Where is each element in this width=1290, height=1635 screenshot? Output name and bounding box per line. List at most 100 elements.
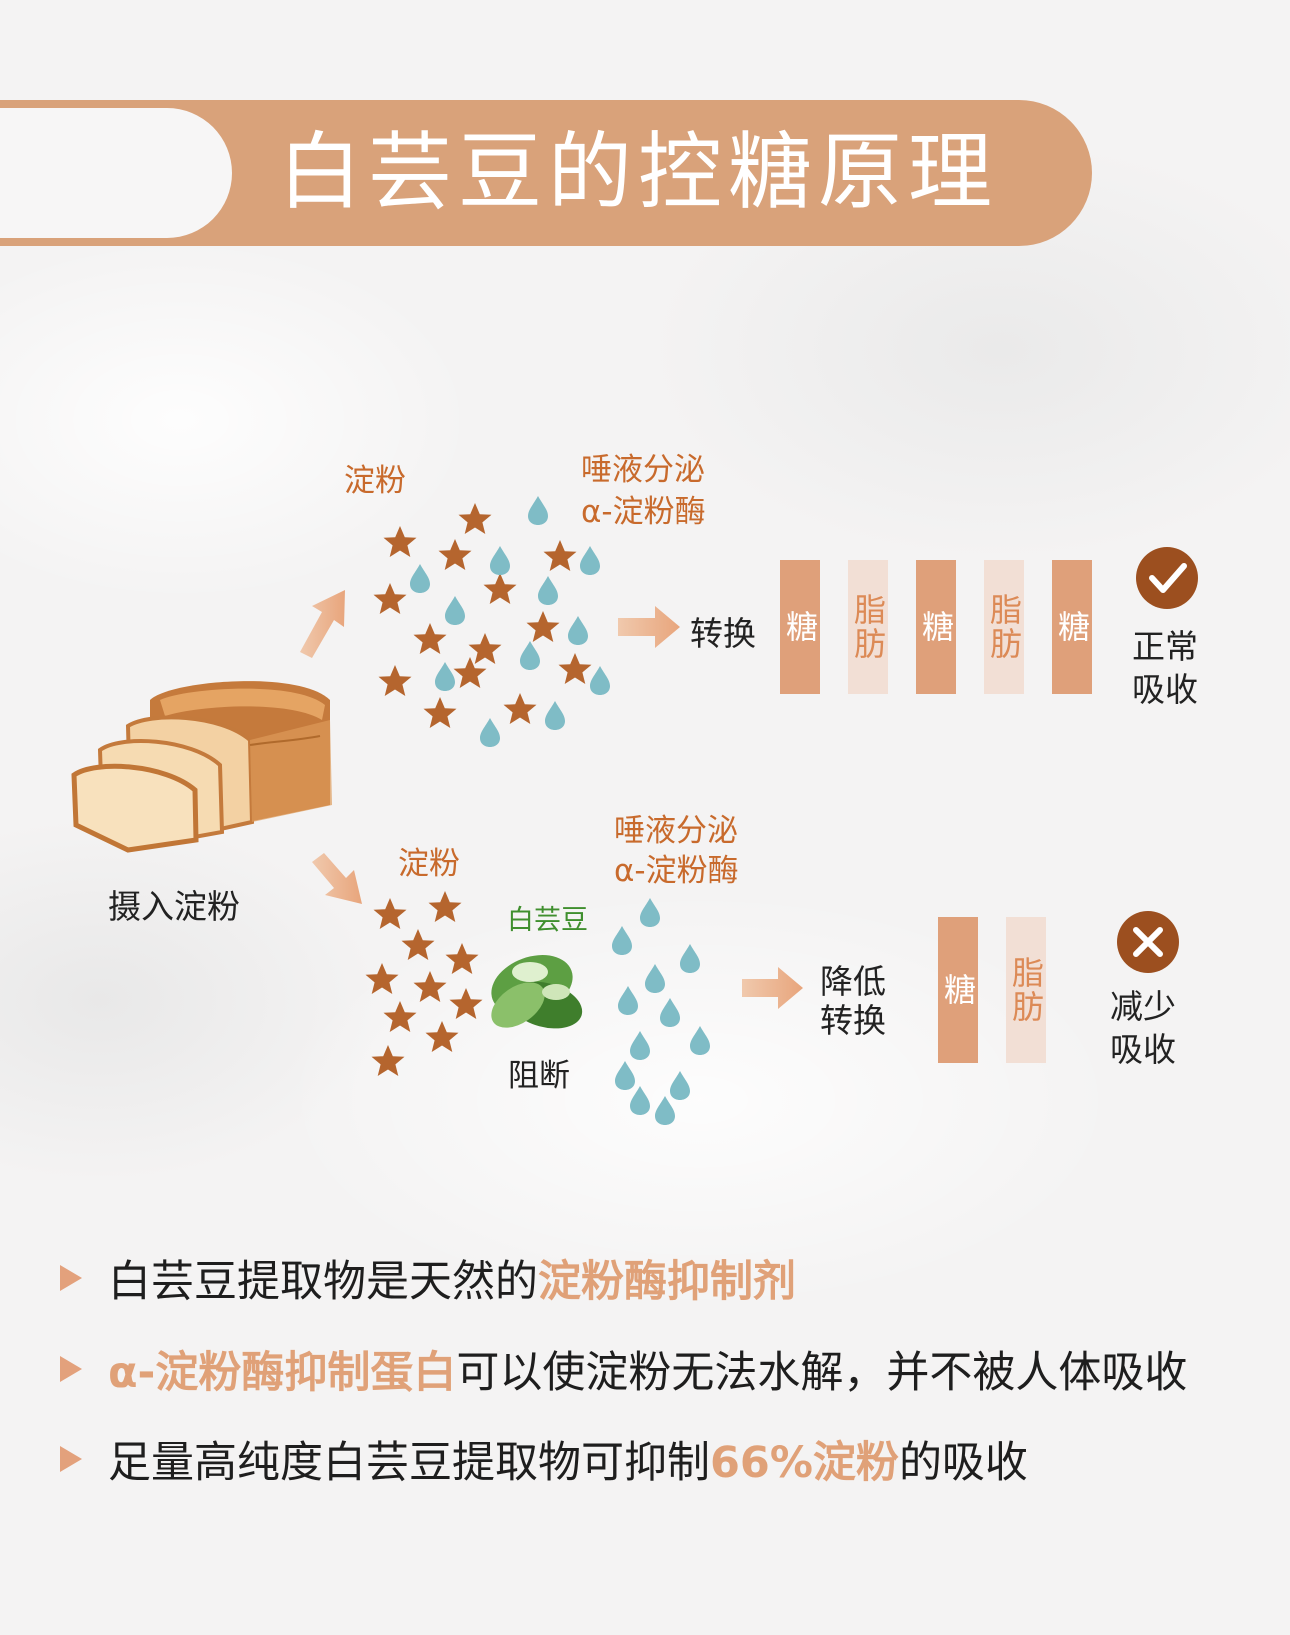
page-title: 白芸豆的控糖原理 xyxy=(278,123,999,221)
star-icon xyxy=(378,665,412,696)
water-drop-icon xyxy=(630,1031,650,1060)
bean-pod-icon xyxy=(491,955,583,1029)
water-drop-icon xyxy=(568,616,588,645)
star-icon xyxy=(483,573,517,604)
star-icon xyxy=(458,503,492,534)
water-drop-icon xyxy=(618,986,638,1015)
star-icon xyxy=(383,1001,417,1032)
lower-star-cluster xyxy=(365,891,483,1076)
bullet-text: 白芸豆提取物是天然的淀粉酶抑制剂 xyxy=(108,1247,796,1309)
sugar-bar: 糖 xyxy=(780,560,820,694)
intake-starch-label: 摄入淀粉 xyxy=(108,887,240,926)
water-drop-icon xyxy=(520,641,540,670)
upper-enzyme-line1: 唾液分泌 xyxy=(581,452,705,488)
bullet-item-2: α-淀粉酶抑制蛋白可以使淀粉无法水解，并不被人体吸收 xyxy=(60,1339,1187,1399)
bullet-item-1: 白芸豆提取物是天然的淀粉酶抑制剂 xyxy=(60,1248,796,1308)
star-icon xyxy=(423,697,457,728)
water-drop-icon xyxy=(580,546,600,575)
water-drop-icon xyxy=(490,546,510,575)
block-label: 阻断 xyxy=(508,1058,570,1094)
water-drop-icon xyxy=(612,926,632,955)
upper-result-line2: 吸收 xyxy=(1132,670,1198,709)
star-icon xyxy=(371,1045,405,1076)
bullet-text: α-淀粉酶抑制蛋白可以使淀粉无法水解，并不被人体吸收 xyxy=(108,1338,1187,1400)
water-drop-icon xyxy=(655,1096,675,1125)
lower-convert-line1: 降低 xyxy=(820,962,886,1001)
water-drop-icon xyxy=(480,718,500,747)
lower-drop-cluster xyxy=(612,898,710,1125)
fat-bar: 脂肪 xyxy=(984,560,1024,694)
star-icon xyxy=(449,988,483,1019)
bullet-text-plain: 的吸收 xyxy=(898,1438,1028,1488)
star-icon xyxy=(543,540,577,571)
water-drop-icon xyxy=(590,666,610,695)
water-drop-icon xyxy=(660,998,680,1027)
star-icon xyxy=(503,693,537,724)
water-drop-icon xyxy=(435,662,455,691)
bread-icon xyxy=(71,681,332,853)
star-icon xyxy=(428,891,462,922)
fat-bar: 脂肪 xyxy=(848,560,888,694)
bullet-item-3: 足量高纯度白芸豆提取物可抑制66%淀粉的吸收 xyxy=(60,1429,1028,1489)
sugar-bar: 糖 xyxy=(938,917,978,1063)
sugar-bar: 糖 xyxy=(1052,560,1092,694)
upper-result-line1: 正常 xyxy=(1132,627,1198,666)
triangle-bullet-icon xyxy=(60,1265,82,1291)
water-drop-icon xyxy=(645,964,665,993)
triangle-bullet-icon xyxy=(60,1446,82,1472)
bullet-text-highlight: α-淀粉酶抑制蛋白 xyxy=(108,1348,457,1398)
star-icon xyxy=(453,657,487,688)
star-icon xyxy=(438,539,472,570)
star-icon xyxy=(401,929,435,960)
arrow-icon-upper-right xyxy=(618,606,680,648)
triangle-bullet-icon xyxy=(60,1356,82,1382)
star-icon xyxy=(468,633,502,664)
bullet-text-highlight: 淀粉酶抑制剂 xyxy=(538,1257,796,1307)
water-drop-icon xyxy=(410,564,430,593)
lower-enzyme-line1: 唾液分泌 xyxy=(614,813,738,849)
water-drop-icon xyxy=(670,1071,690,1100)
water-drop-icon xyxy=(680,944,700,973)
bullet-text-plain: 足量高纯度白芸豆提取物可抑制 xyxy=(108,1438,710,1488)
water-drop-icon xyxy=(640,898,660,927)
star-icon xyxy=(425,1021,459,1052)
bean-label: 白芸豆 xyxy=(507,905,588,936)
star-icon xyxy=(383,526,417,557)
water-drop-icon xyxy=(545,701,565,730)
star-icon xyxy=(445,943,479,974)
arrow-icon-lower-right xyxy=(742,967,803,1009)
water-drop-icon xyxy=(528,496,548,525)
star-icon xyxy=(526,611,560,642)
upper-starch-label: 淀粉 xyxy=(344,463,406,499)
star-icon xyxy=(413,971,447,1002)
water-drop-icon xyxy=(630,1086,650,1115)
sugar-bar: 糖 xyxy=(916,560,956,694)
title-pill-decoration xyxy=(0,108,232,238)
water-drop-icon xyxy=(445,596,465,625)
lower-result-line1: 减少 xyxy=(1110,987,1176,1026)
arrow-icon-lower-diagonal xyxy=(312,853,362,904)
lower-starch-label: 淀粉 xyxy=(398,846,460,882)
star-icon xyxy=(558,653,592,684)
bullet-text-plain: 白芸豆提取物是天然的 xyxy=(108,1257,538,1307)
check-icon xyxy=(1136,547,1198,609)
upper-star-cluster xyxy=(373,503,592,728)
upper-enzyme-line2: α-淀粉酶 xyxy=(581,494,706,530)
water-drop-icon xyxy=(538,576,558,605)
lower-result-line2: 吸收 xyxy=(1110,1030,1176,1069)
bullet-text-plain: 可以使淀粉无法水解，并不被人体吸收 xyxy=(456,1348,1188,1398)
water-drop-icon xyxy=(690,1026,710,1055)
arrow-icon-upper-diagonal xyxy=(300,590,345,658)
star-icon xyxy=(373,583,407,614)
lower-enzyme-line2: α-淀粉酶 xyxy=(614,853,739,889)
star-icon xyxy=(413,623,447,654)
cross-icon xyxy=(1117,911,1179,973)
bullet-text-highlight: 66%淀粉 xyxy=(710,1438,899,1488)
water-drop-icon xyxy=(615,1061,635,1090)
bullet-text: 足量高纯度白芸豆提取物可抑制66%淀粉的吸收 xyxy=(108,1428,1028,1490)
upper-convert-label: 转换 xyxy=(690,614,756,653)
star-icon xyxy=(373,898,407,929)
star-icon xyxy=(365,963,399,994)
